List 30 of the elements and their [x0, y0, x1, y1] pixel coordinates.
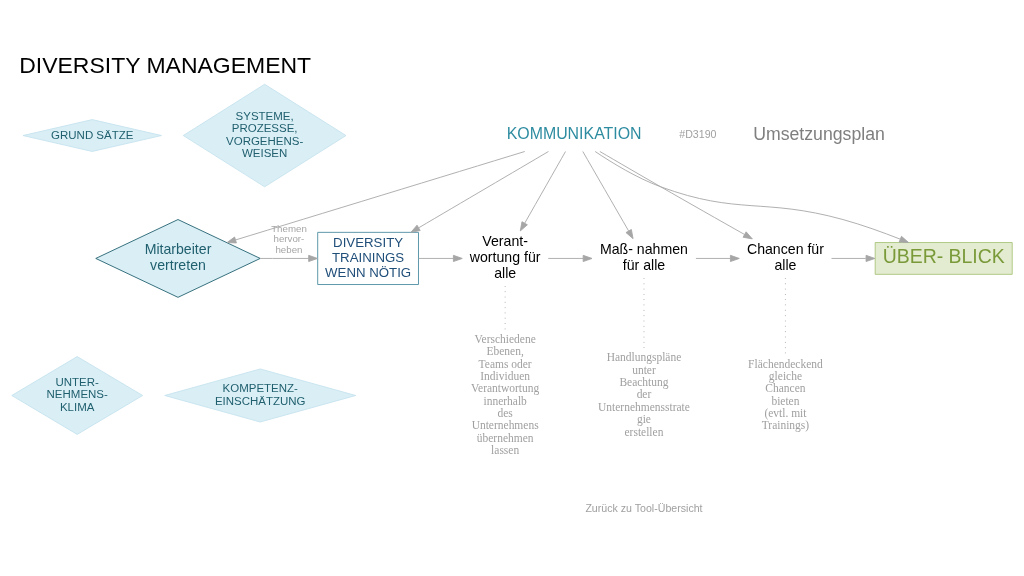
arrow [519, 150, 566, 231]
arrow [410, 150, 549, 233]
node-box: DIVERSITY TRAININGS WENN NÖTIG [317, 231, 419, 285]
arrow [582, 150, 634, 239]
arrow [594, 150, 909, 243]
label: #D3190 [679, 127, 717, 140]
node-diamond: SYSTEME, PROZESSE, VORGEHENS- WEISEN [182, 83, 347, 187]
node-text: Flächendeckend gleiche Chancen bieten (evtl. mit Trainings) [748, 357, 823, 431]
arrow [259, 254, 318, 262]
node-diamond: Mitarbeiter vertreten [95, 218, 261, 298]
node-text: KOMMUNIKATION [506, 124, 642, 142]
edge-label: Themen hervor- heben [271, 222, 307, 255]
diagram-title: DIVERSITY MANAGEMENT [19, 51, 312, 78]
node-text: Maß- nahmen für alle [600, 240, 688, 273]
node-text: Chancen für alle [746, 240, 824, 273]
arrow [418, 254, 463, 262]
node-box: ÜBER- BLICK [874, 241, 1013, 275]
arrow [547, 254, 593, 262]
node-text: Verschiedene Ebenen, Teams oder Individuen Verantwortung innerhalb des Unternehmens übernehmen lassen [471, 332, 540, 456]
node-text: Handlungspläne unter Beachtung der Unternehmensstrate gie erstellen [598, 350, 690, 438]
node-diamond: KOMPETENZ- EINSCHÄTZUNG [164, 368, 357, 422]
arrow [831, 254, 876, 262]
node-text: Verant- wortung für alle [469, 232, 541, 281]
node-diamond: GRUND SÄTZE [22, 118, 162, 152]
arrow [695, 254, 740, 262]
arrow [226, 150, 526, 243]
label: Zurück zu Tool-Übersicht [585, 501, 703, 514]
arrow [599, 150, 753, 239]
node-diamond: UNTER- NEHMENS- KLIMA [11, 355, 144, 435]
label: Umsetzungsplan [753, 123, 885, 144]
